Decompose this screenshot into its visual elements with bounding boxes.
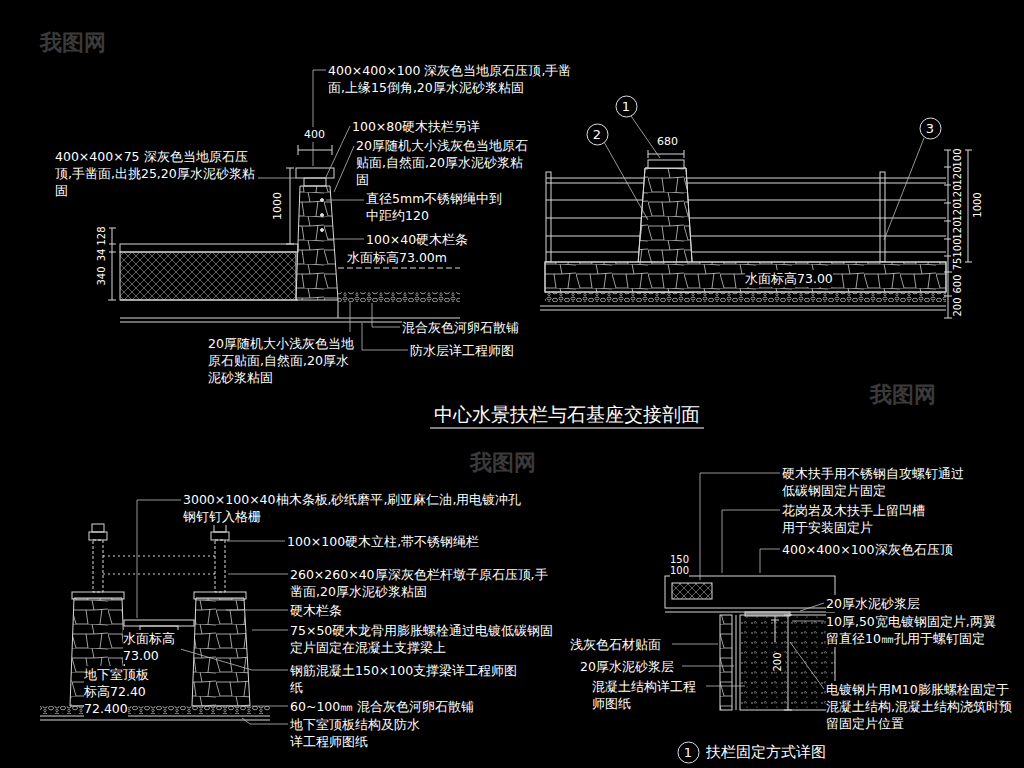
callout-note: 20厚随机大小浅灰色当地原石贴面,自然面,20厚水泥砂浆粘固 [356,137,528,188]
callout-note: 浅灰色石材贴面 [570,636,661,653]
callout-note: 20厚随机大小浅灰色当地原石贴面,自然面,20厚水泥砂浆粘固 [208,335,358,386]
callout-note: 100×80硬木扶栏另详 [352,118,480,135]
dimension-text: 200 [951,297,965,316]
callout-note: 20厚水泥砂浆层 [580,658,674,675]
callout-note: 防水层详工程师图 [410,342,514,359]
callout-note: 680 [657,134,678,149]
dimension-text: 34 [95,249,109,262]
dimension-text: 100 [951,148,965,167]
section-title: 中心水景扶栏与石基座交接剖面 [434,402,700,426]
callout-note: 400 [304,127,325,142]
callout-number: 1 [684,745,692,760]
detail-callout-circle: 1 [677,741,700,764]
callout-note: 水面标高73.00 [123,630,181,664]
dimension-text: 128 [95,226,109,245]
dimension-text: 100 [951,238,965,257]
detail-callout-circle: 1 [615,95,638,118]
dimension-text: 1000 [270,192,285,220]
callout-note: 100×40硬木栏条 [366,231,468,248]
callout-note: 钢筋混凝土150×100支撑梁详工程师图纸 [290,662,530,696]
callout-note: 75×50硬木龙骨用膨胀螺栓通过电镀低碳钢固定片固定在混凝土支撑梁上 [290,622,560,656]
callout-note: 地下室顶板结构及防水详工程师图纸 [290,716,430,750]
callout-note: 100 [670,564,689,578]
dimension-text: 120 [951,184,965,203]
callout-note: 400×400×75 深灰色当地原石压顶,手凿面,出挑25,20厚水泥砂浆粘固 [55,148,255,199]
callout-note: 混合灰色河卵石散铺 [402,319,519,336]
watermark: 我图网 [40,28,106,58]
callout-note: 260×260×40厚深灰色栏杆墩子原石压顶,手凿面,20厚水泥砂浆粘固 [290,566,560,600]
callout-note: 硬木扶手用不锈钢自攻螺钉通过低碳钢固定片固定 [782,465,974,499]
dimension-text: 120 [951,220,965,239]
callout-note: 硬木栏条 [290,602,342,619]
callout-note: 400×400×100 深灰色当地原石压顶,手凿面,上缘15倒角,20厚水泥砂浆… [328,62,580,96]
callout-number: 1 [622,99,630,114]
watermark: 我图网 [870,380,936,410]
callout-note: 直径5mm不锈钢绳中到中距约120 [366,190,511,224]
callout-note: 10厚,50宽电镀钢固定片,两翼留直径10㎜孔用于螺钉固定 [826,613,1008,647]
callout-note: 电镀钢片用M10膨胀螺栓固定于混凝土结构,混凝土结构浇筑时预留固定片位置 [826,681,1018,732]
dimension-text: 340 [95,266,109,285]
detail-callout-circle: 2 [586,123,609,146]
dimension-text: 75 [951,258,965,271]
dimension-text: 200 [771,652,785,671]
callout-note: 地下室顶板标高72.40 [84,666,158,700]
callout-note: 3000×100×40柚木条板,砂纸磨平,刷亚麻仁油,用电镀冲孔钢钉钉入格栅 [183,491,528,525]
detail-callout-circle: 3 [919,117,942,140]
watermark: 我图网 [470,448,536,478]
callout-number: 2 [593,127,601,142]
callout-note: 72.400 [84,700,128,717]
callout-note: 100×100硬木立柱,带不锈钢绳栏 [287,533,479,550]
callout-note: 水面标高73.00 [745,270,833,287]
callout-note: 扶栏固定方式详图 [706,742,826,762]
callout-note: 水面标高73.00m [347,249,447,266]
dimension-text: 120 [951,202,965,221]
callout-note: 花岗岩及木扶手上留凹槽用于安装固定片 [782,502,934,536]
dimension-text: 1000 [971,192,985,217]
callout-note: 混凝土结构详工程师图纸 [592,678,704,712]
callout-note: 400×400×100深灰色石压顶 [782,541,953,558]
callout-note: 60~100㎜ 混合灰色河卵石散铺 [290,698,474,715]
callout-note: 20厚水泥砂浆层 [826,595,920,612]
callout-number: 3 [926,121,934,136]
dimension-text: 600 [951,274,965,293]
dimension-text: 120 [951,166,965,185]
